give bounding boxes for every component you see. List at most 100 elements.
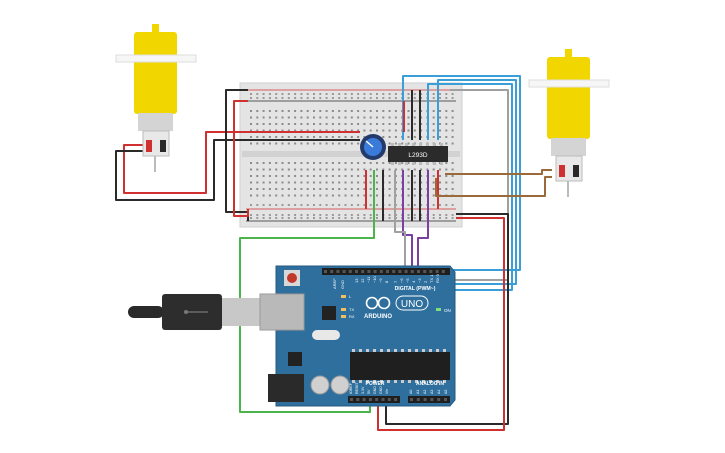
- breadboard-hole: [287, 181, 290, 184]
- wire-grey-1: [450, 89, 509, 281]
- rail-hole: [331, 93, 334, 95]
- rail-hole: [319, 97, 322, 99]
- breadboard-hole: [382, 123, 385, 125]
- breadboard-hole: [420, 175, 423, 177]
- breadboard-hole: [388, 181, 391, 184]
- breadboard-hole: [407, 175, 410, 177]
- arduino-brand-text: ARDUINO: [364, 314, 392, 320]
- left-dc-motor[interactable]: [115, 24, 197, 172]
- rail-hole: [300, 97, 303, 99]
- breadboard-hole: [451, 116, 454, 119]
- breadboard-hole: [350, 129, 353, 132]
- rail-hole: [407, 204, 410, 206]
- arduino-uno[interactable]: ARDUINO UNO DIGITAL (PWM~) POWER ANALOG …: [259, 265, 456, 407]
- breadboard-hole: [350, 123, 353, 125]
- l293d-chip[interactable]: L293D: [388, 143, 448, 165]
- left-motor-tab: [152, 24, 159, 34]
- breadboard-hole: [388, 162, 391, 164]
- breadboard-hole: [445, 142, 448, 145]
- rail-hole: [350, 217, 353, 219]
- rail-hole: [281, 93, 284, 95]
- potentiometer[interactable]: [360, 134, 386, 160]
- regulator: [288, 352, 302, 366]
- breadboard-hole: [313, 129, 315, 132]
- breadboard-hole: [451, 136, 454, 138]
- breadboard-hole: [281, 136, 284, 138]
- breadboard-hole: [350, 188, 353, 190]
- rail-hole: [451, 204, 454, 206]
- breadboard-hole: [407, 110, 410, 112]
- breadboard-hole: [420, 188, 423, 190]
- breadboard-hole: [338, 188, 341, 190]
- breadboard-hole: [325, 175, 328, 177]
- rail-hole: [268, 217, 271, 219]
- header-hole: [423, 398, 427, 401]
- breadboard-hole: [256, 136, 259, 138]
- left-motor-terminal-red: [146, 140, 152, 152]
- rail-hole: [250, 97, 252, 99]
- breadboard-hole: [331, 194, 334, 197]
- breadboard-hole: [394, 136, 397, 138]
- breadboard-hole: [306, 175, 309, 177]
- atmega-pin: [422, 380, 425, 383]
- rail-hole: [420, 217, 423, 219]
- breadboard-hole: [275, 194, 278, 197]
- breadboard-hole: [439, 181, 441, 184]
- breadboard-hole: [287, 129, 290, 132]
- breadboard-hole: [331, 142, 334, 145]
- breadboard-hole: [331, 136, 334, 138]
- breadboard-hole: [350, 110, 353, 112]
- breadboard-hole: [281, 188, 284, 190]
- wire-purple-2: [417, 170, 429, 268]
- breadboard-hole: [268, 194, 271, 197]
- chip-pin: [405, 143, 408, 146]
- breadboard-hole: [281, 123, 284, 125]
- rail-hole: [439, 204, 441, 206]
- chip-pin: [391, 143, 394, 146]
- breadboard-hole: [262, 110, 265, 112]
- rail-hole: [363, 217, 366, 219]
- rail-hole: [325, 217, 328, 219]
- reset-button[interactable]: [287, 273, 297, 283]
- wire-rail-red-left: [233, 100, 249, 217]
- header-hole: [379, 270, 383, 273]
- breadboard-hole: [338, 194, 341, 197]
- breadboard-hole: [376, 181, 378, 184]
- uno-badge: [395, 295, 429, 311]
- rail-hole: [325, 204, 328, 206]
- breadboard-hole: [363, 181, 366, 184]
- breadboard-hole: [250, 162, 252, 164]
- right-dc-motor[interactable]: [528, 49, 610, 197]
- breadboard-hole: [275, 142, 278, 145]
- breadboard-hole: [300, 175, 303, 177]
- breadboard-hole: [287, 136, 290, 138]
- left-motor-terminal-black: [160, 140, 166, 152]
- breadboard-hole: [262, 129, 265, 132]
- breadboard-hole: [376, 129, 378, 132]
- rail-hole: [287, 204, 290, 206]
- atmega-pin: [380, 380, 383, 383]
- usb-cable[interactable]: [128, 294, 260, 330]
- breadboard-hole: [287, 168, 290, 171]
- breadboard-hole: [325, 110, 328, 112]
- analog-pin-labels: A0 A1 A2 A3 A4 A5: [409, 390, 448, 394]
- breadboard-hole: [426, 168, 429, 171]
- breadboard-hole: [287, 175, 290, 177]
- header-hole: [356, 398, 360, 401]
- rail-hole: [250, 93, 252, 95]
- breadboard-hole: [432, 110, 435, 112]
- breadboard-hole: [294, 110, 297, 112]
- breadboard-hole: [357, 168, 360, 171]
- breadboard-hole: [445, 188, 448, 190]
- breadboard-hole: [357, 110, 360, 112]
- atmega-pin: [401, 380, 404, 383]
- rail-hole: [369, 97, 372, 99]
- rail-hole: [300, 204, 303, 206]
- breadboard-hole: [439, 129, 441, 132]
- breadboard-hole: [313, 110, 315, 112]
- breadboard-hole: [369, 129, 372, 132]
- atmega-pin: [408, 380, 411, 383]
- breadboard-hole: [388, 188, 391, 190]
- tx-led-label: TX: [349, 307, 354, 312]
- rail-hole: [262, 204, 265, 206]
